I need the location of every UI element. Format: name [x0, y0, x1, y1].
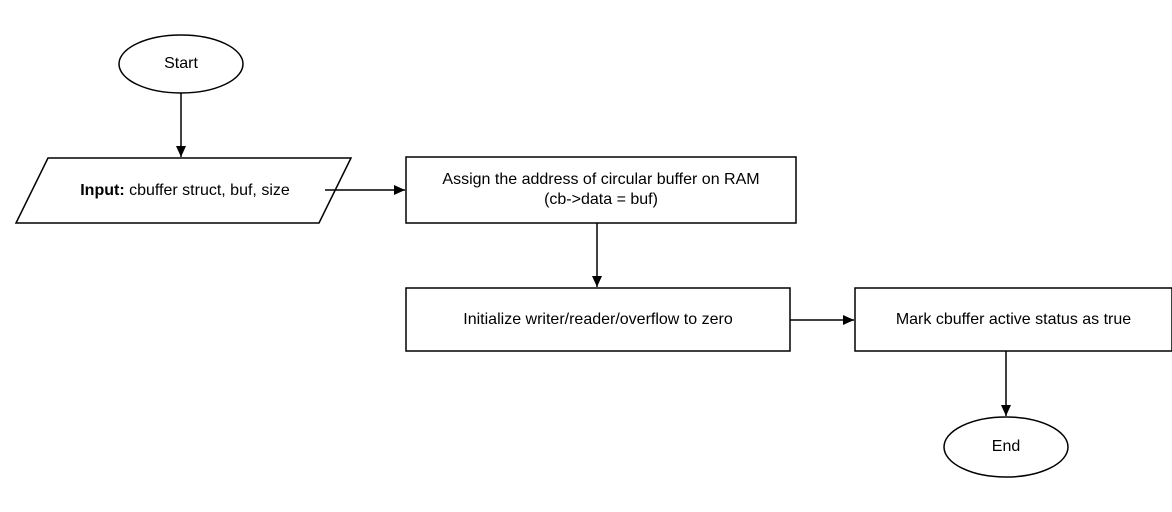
end-text: End	[991, 438, 1021, 455]
input-text-bold: Input:	[80, 181, 125, 199]
end-terminator	[943, 416, 1069, 478]
input-label: Input: cbuffer struct, buf, size	[40, 158, 330, 223]
mark-text: Mark cbuffer active status as true	[895, 310, 1132, 328]
start-text: Start	[164, 55, 198, 72]
end-label: End	[944, 417, 1068, 477]
input-parallelogram	[14, 157, 353, 224]
assign-process-box	[405, 156, 797, 224]
input-text: Input: cbuffer struct, buf, size	[80, 181, 290, 201]
assign-label: Assign the address of circular buffer on…	[406, 157, 796, 223]
init-text: Initialize writer/reader/overflow to zer…	[463, 310, 733, 328]
assign-text-line2: (cb->data = buf)	[544, 191, 658, 208]
mark-label: Mark cbuffer active status as true	[855, 288, 1172, 351]
mark-process-box	[854, 287, 1172, 352]
assign-text-line1: Assign the address of circular buffer on…	[442, 171, 760, 188]
start-label: Start	[119, 35, 243, 93]
init-label: Initialize writer/reader/overflow to zer…	[406, 288, 790, 351]
input-text-rest: cbuffer struct, buf, size	[124, 181, 290, 199]
